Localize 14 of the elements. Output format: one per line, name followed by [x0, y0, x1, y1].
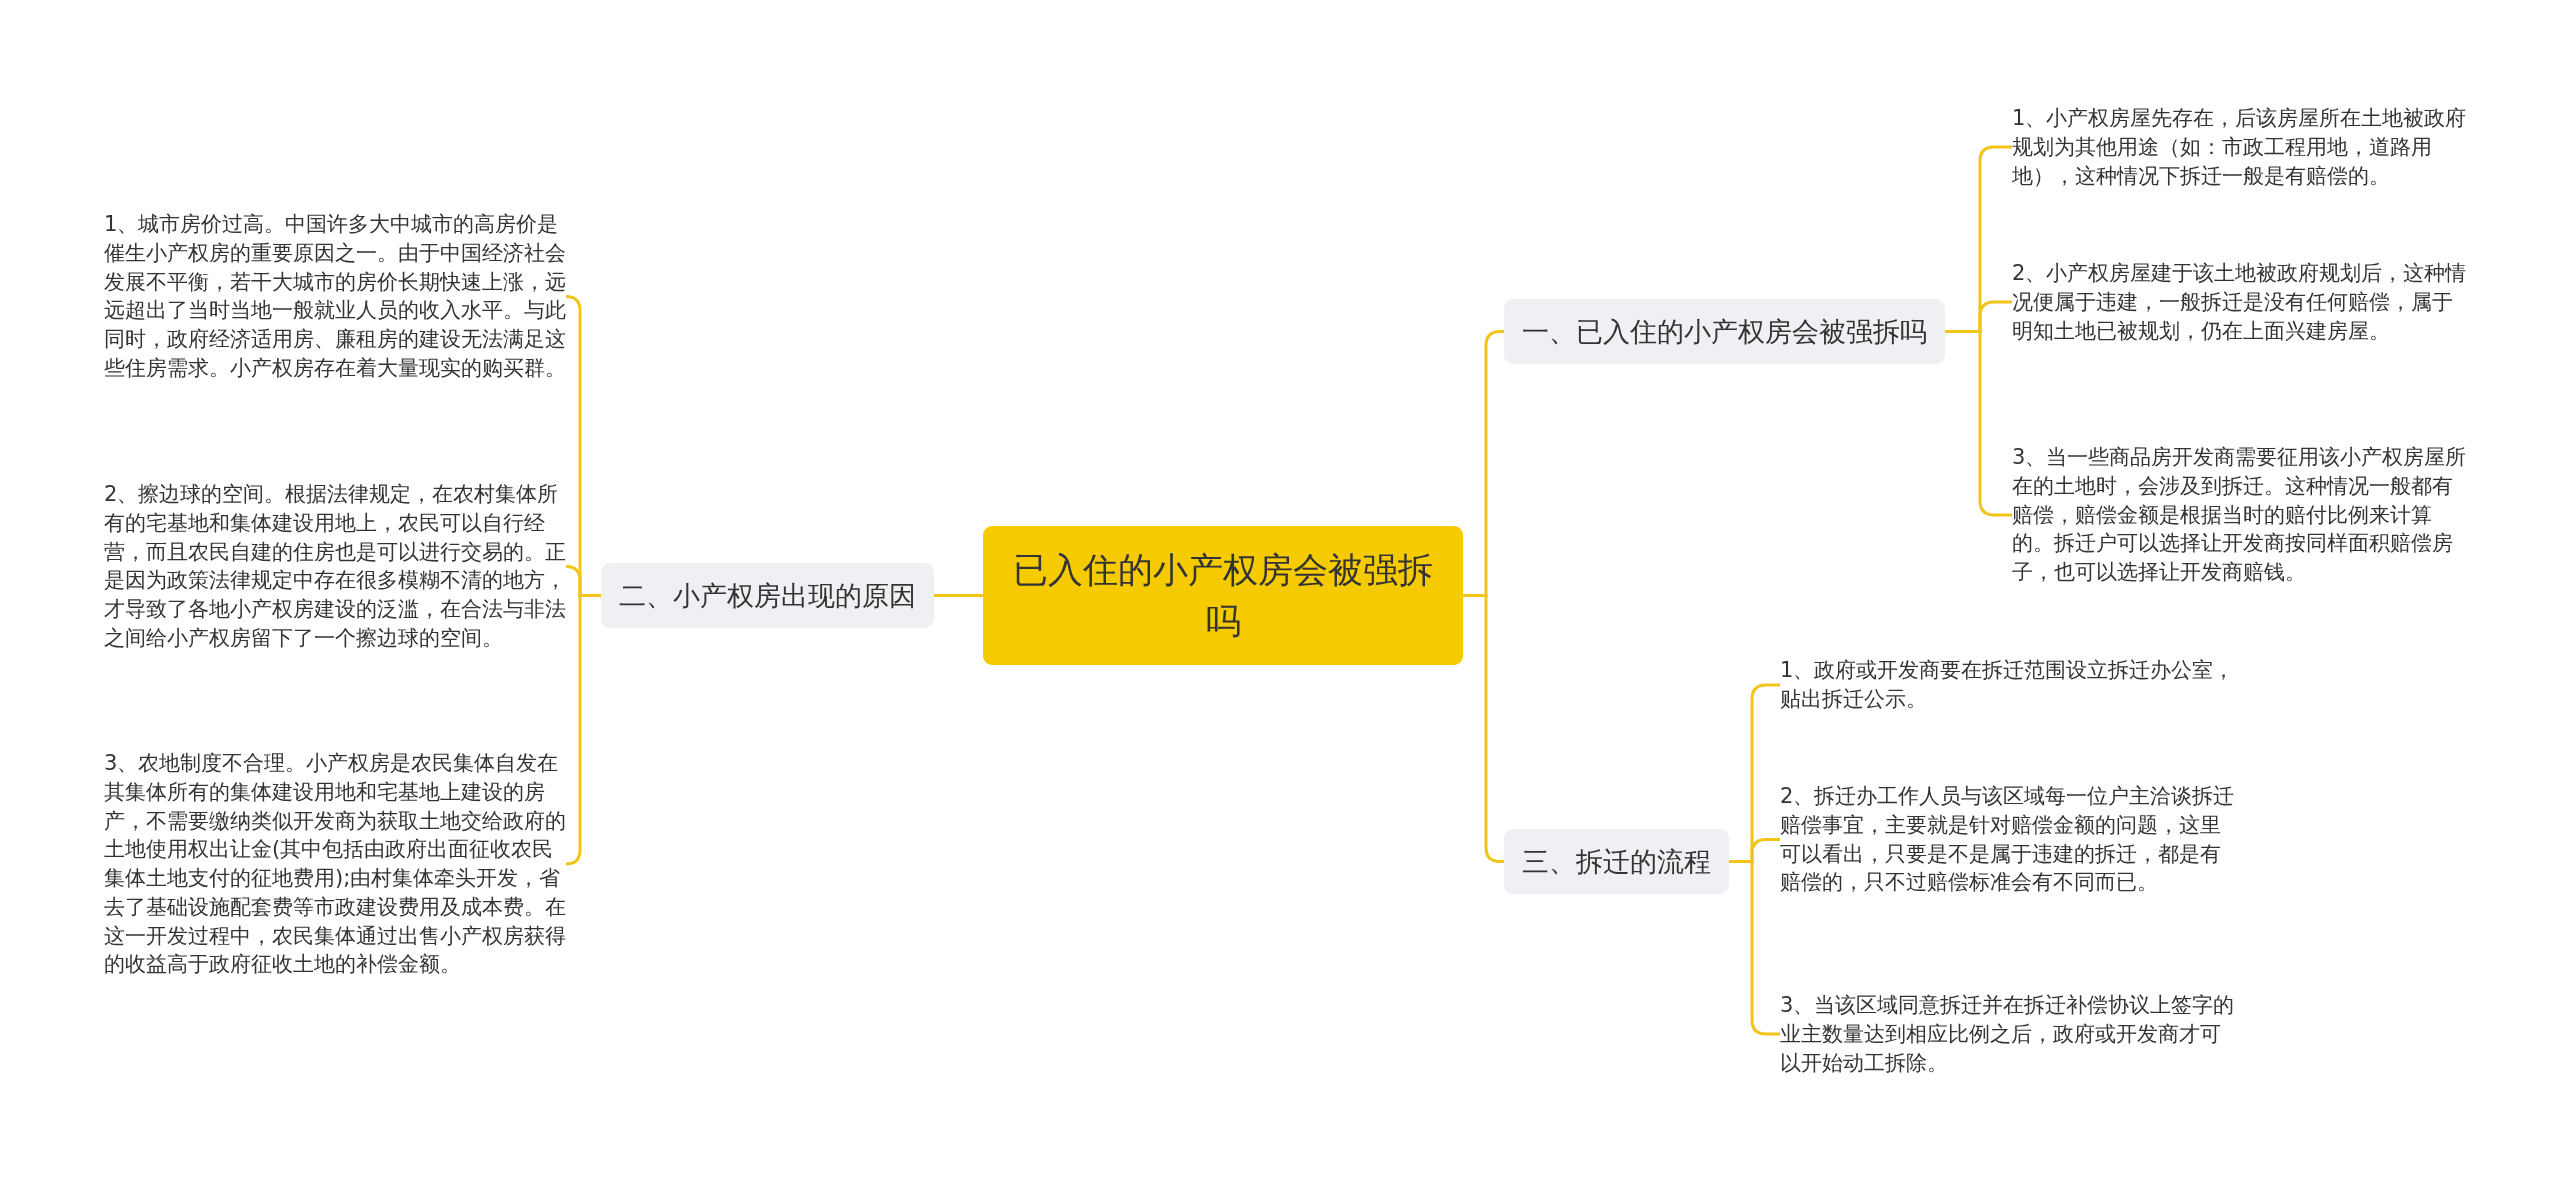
- connector-line: [934, 594, 983, 597]
- leaf-text: 1、小产权房屋先存在，后该房屋所在土地被政府规划为其他用途（如：市政工程用地，道路用地），这种情况下拆迁一般是有赔偿的。: [2012, 104, 2472, 191]
- leaf-text: 2、小产权房屋建于该土地被政府规划后，这种情况便属于违建，一般拆迁是没有任何赔偿，属于明知土地已被规划，仍在上面兴建房屋。: [2012, 259, 2472, 346]
- branch-topic: 三、拆迁的流程: [1504, 829, 1729, 895]
- leaf-text: 1、政府或开发商要在拆迁范围设立拆迁办公室，贴出拆迁公示。: [1780, 656, 2240, 714]
- leaf-text: 1、城市房价过高。中国许多大中城市的高房价是催生小产权房的重要原因之一。由于中国经济社会发展不平衡，若干大城市的房价长期快速上涨，远远超出了当时当地一般就业人员的收入水平。与此同时，政府经济适用房、廉租房的建设无法满足这些住房需求。小产权房存在着大量现实的购买群。: [104, 210, 566, 383]
- leaf-text: 2、拆迁办工作人员与该区域每一位户主洽谈拆迁赔偿事宜，主要就是针对赔偿金额的问题，这里可以看出，只要是不是属于违建的拆迁，都是有赔偿的，只不过赔偿标准会有不同而已。: [1780, 782, 2240, 898]
- leaf-text: 2、擦边球的空间。根据法律规定，在农村集体所有的宅基地和集体建设用地上，农民可以自行经营，而且农民自建的住房也是可以进行交易的。正是因为政策法律规定中存在很多模糊不清的地方，才导致了各地小产权房建设的泛滥，在合法与非法之间给小产权房留下了一个擦边球的空间。: [104, 480, 566, 653]
- leaf-text: 3、当一些商品房开发商需要征用该小产权房屋所在的土地时，会涉及到拆迁。这种情况一般都有赔偿，赔偿金额是根据当时的赔付比例来计算的。拆迁户可以选择让开发商按同样面积赔偿房子，也可以选择让开发商赔钱。: [2012, 443, 2472, 587]
- leaf-text: 3、农地制度不合理。小产权房是农民集体自发在其集体所有的集体建设用地和宅基地上建设的房产，不需要缴纳类似开发商为获取土地交给政府的土地使用权出让金(其中包括由政府出面征收农民集体土地支付的征地费用);由村集体牵头开发，省去了基础设施配套费等市政建设费用及成本费。在这一开发过程中，农民集体通过出售小产权房获得的收益高于政府征收土地的补偿金额。: [104, 749, 566, 980]
- branch-topic: 二、小产权房出现的原因: [601, 563, 934, 629]
- central-topic: 已入住的小产权房会被强拆吗: [983, 526, 1463, 665]
- leaf-text: 3、当该区域同意拆迁并在拆迁补偿协议上签字的业主数量达到相应比例之后，政府或开发商才可以开始动工拆除。: [1780, 991, 2240, 1078]
- branch-topic: 一、已入住的小产权房会被强拆吗: [1504, 299, 1945, 365]
